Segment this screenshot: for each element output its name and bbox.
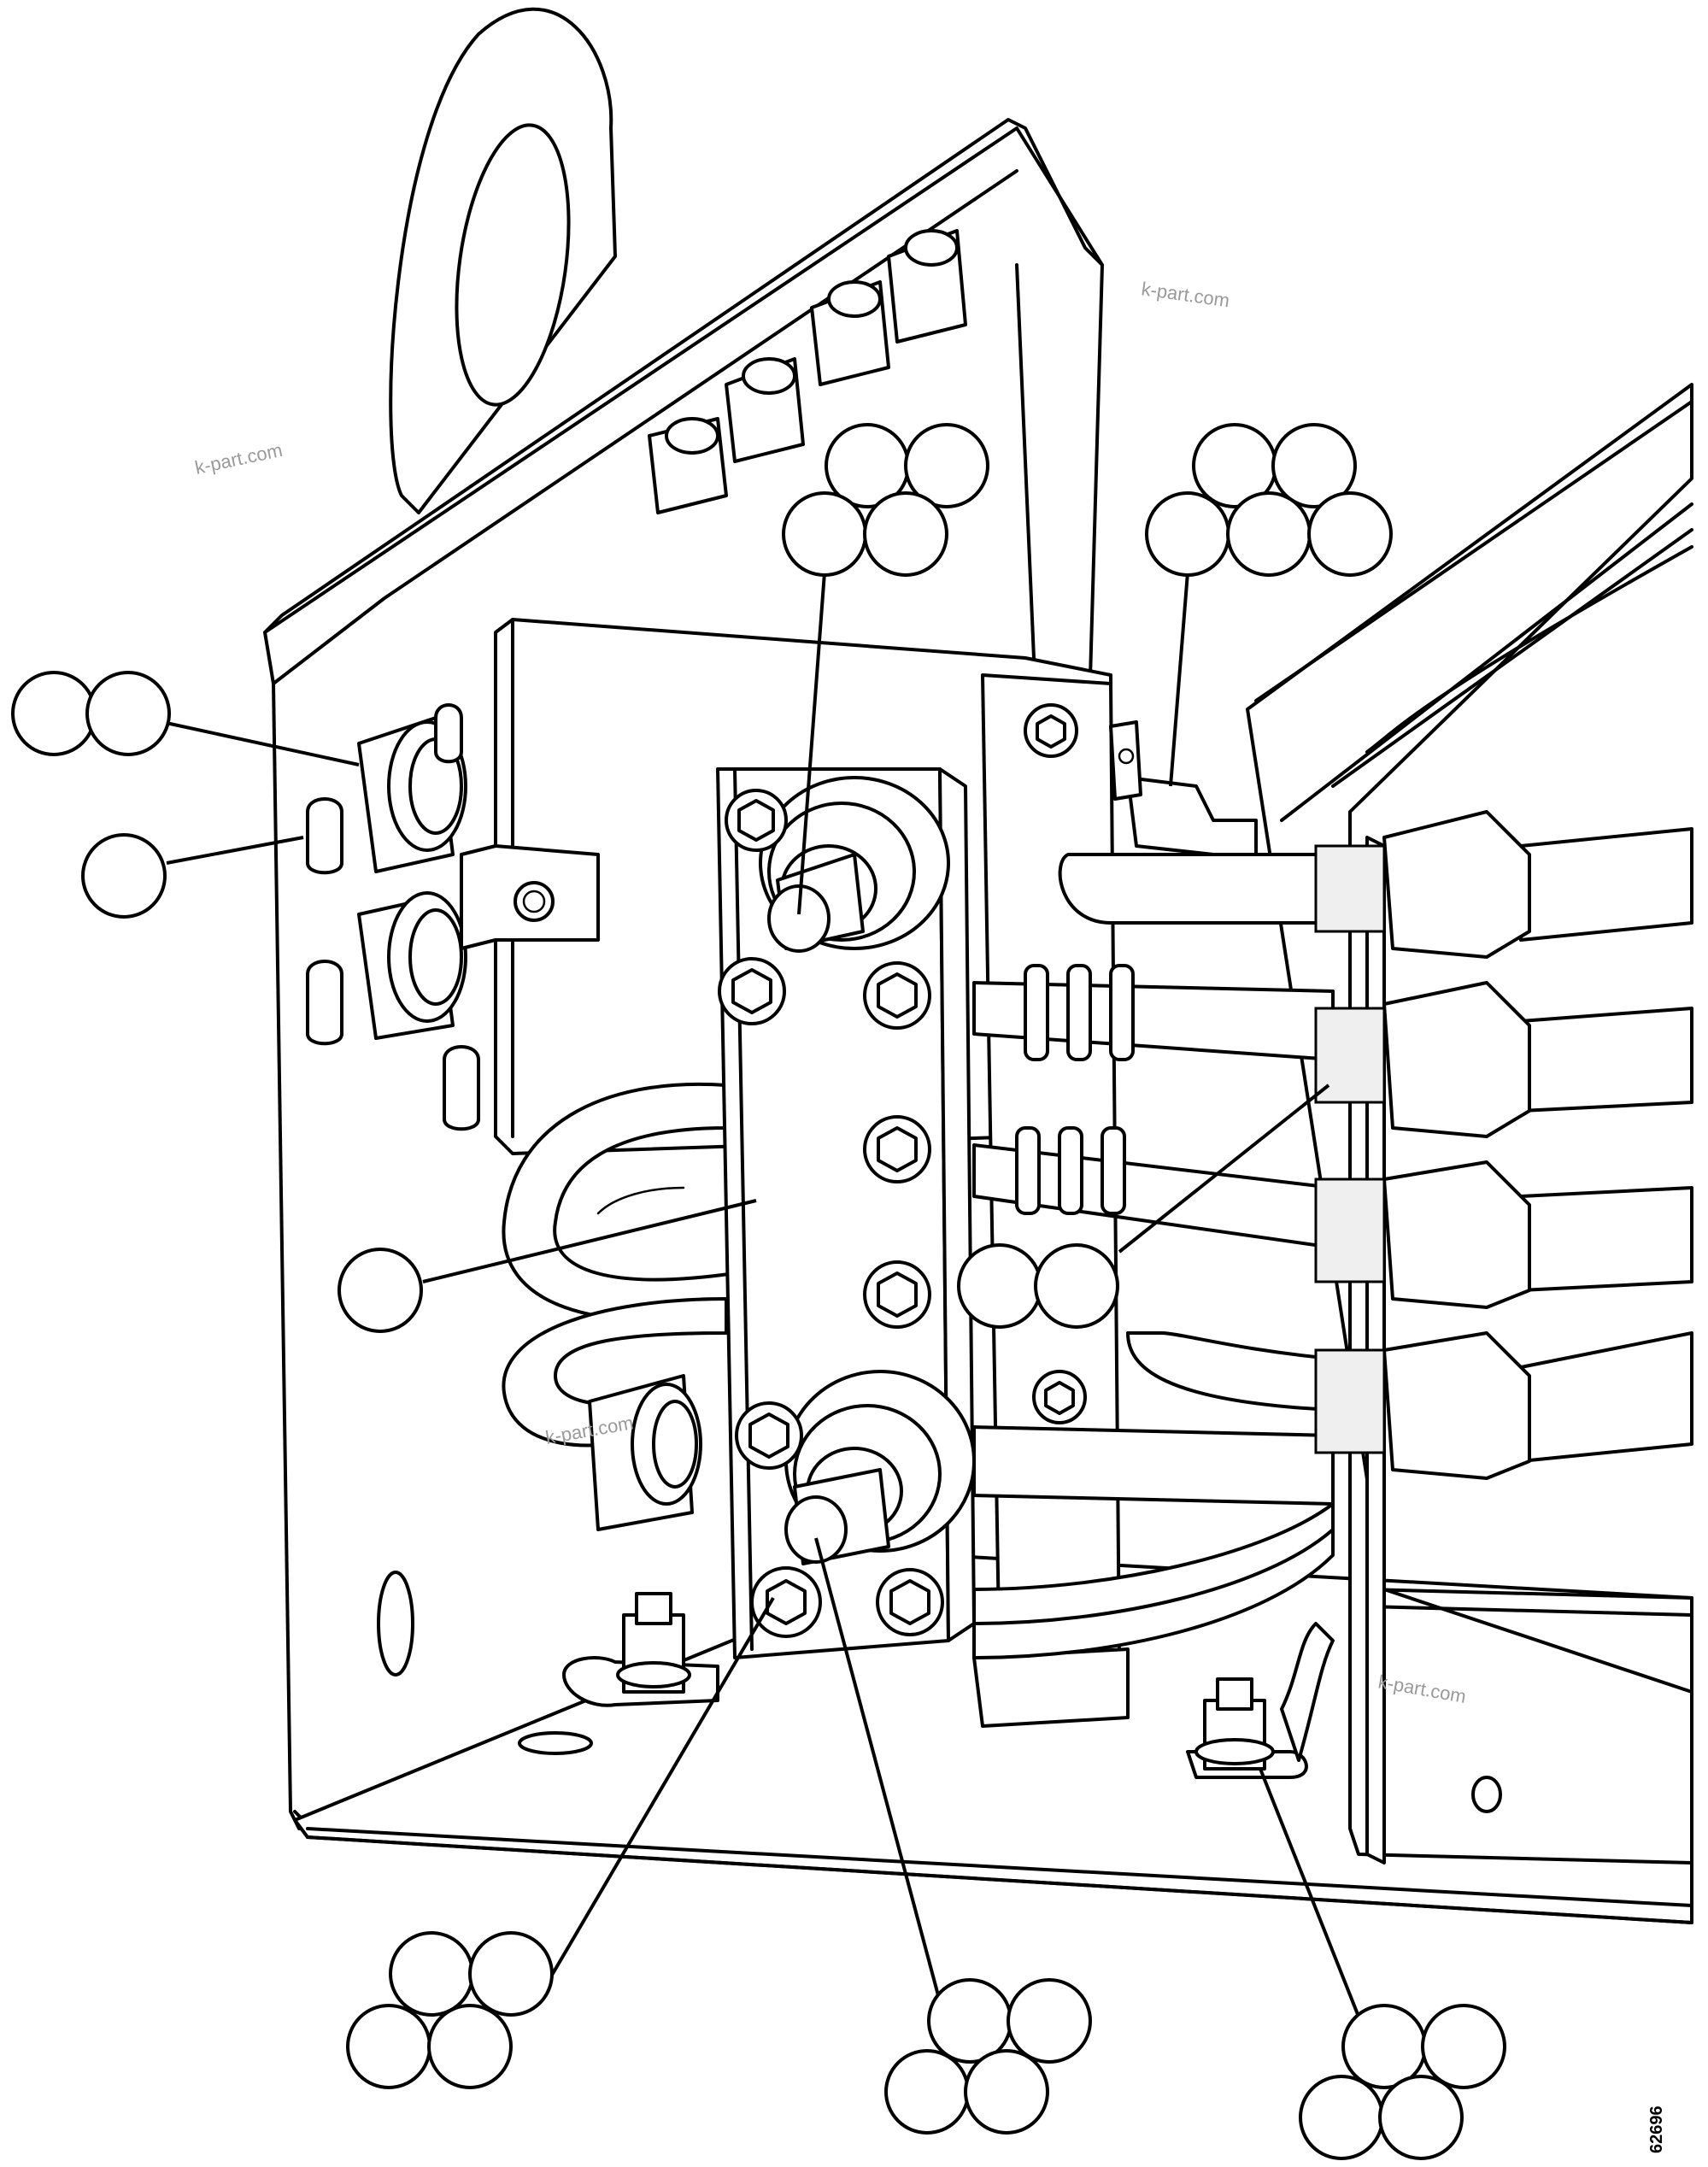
top-stud — [759, 776, 950, 953]
lifting-eye — [389, 7, 617, 514]
callout-plug — [81, 833, 167, 919]
callout-fitting-pair — [957, 1243, 1119, 1329]
watermark: k-part.com — [1140, 278, 1230, 311]
block-bolts — [718, 703, 1087, 1638]
fitting — [1314, 810, 1531, 959]
bolt — [1032, 1370, 1087, 1424]
stud — [562, 1592, 719, 1707]
hose-outer-runs — [1519, 827, 1693, 1463]
balloon — [863, 491, 948, 577]
fitting — [1314, 1331, 1531, 1480]
bolt — [876, 1568, 944, 1636]
bolt — [735, 1401, 803, 1470]
bolt — [863, 1115, 931, 1183]
balloon — [1421, 2004, 1506, 2089]
hose-collars — [1015, 964, 1135, 1215]
balloon — [1271, 423, 1357, 508]
bolt — [863, 961, 931, 1030]
callout-top-stud-group — [782, 423, 989, 577]
bolt — [718, 957, 786, 1025]
callout-terminal-block — [337, 1248, 423, 1333]
balloon — [389, 1931, 474, 2017]
bulkhead-fittings — [1314, 810, 1531, 1480]
lower-clamp — [588, 1374, 702, 1531]
balloon — [957, 1243, 1042, 1329]
callout-ground-nut-group — [1299, 2004, 1506, 2160]
balloon — [964, 2049, 1049, 2135]
balloon — [1034, 1243, 1119, 1329]
callout-bottom-left-bolt-group — [346, 1931, 554, 2089]
balloon — [1145, 491, 1230, 577]
standoffs — [648, 229, 967, 514]
stud — [1186, 1622, 1335, 1779]
balloon — [85, 671, 171, 756]
callout-hose-fitting-group — [1145, 423, 1393, 577]
bolt — [1024, 703, 1078, 758]
watermark: k-part.com — [193, 439, 285, 479]
balloon — [782, 491, 867, 577]
balloon — [468, 1931, 554, 2017]
plugs — [306, 703, 480, 1131]
balloon — [1007, 1978, 1092, 2064]
balloon — [427, 2004, 513, 2089]
callout-clamp-pair — [11, 671, 171, 756]
fitting — [1314, 1160, 1531, 1309]
balloon — [81, 833, 167, 919]
bolt — [725, 789, 788, 852]
panel-holes — [377, 1571, 1502, 1813]
balloon — [11, 671, 97, 756]
balloon — [1307, 491, 1393, 577]
mounting-tab — [460, 844, 600, 950]
balloon — [1341, 2004, 1427, 2089]
elbow-fitting — [1109, 720, 1258, 856]
balloon — [1226, 491, 1312, 577]
balloon — [927, 1978, 1012, 2064]
bolt — [750, 1566, 822, 1638]
callout-bottom-stud-group — [884, 1978, 1092, 2135]
balloon — [1299, 2075, 1384, 2160]
bolt — [863, 1260, 931, 1329]
balloon — [884, 2049, 970, 2135]
balloon — [337, 1248, 423, 1333]
leader-lines — [161, 572, 1369, 2039]
hoses — [972, 827, 1693, 1659]
balloon — [346, 2004, 431, 2089]
ground-studs — [562, 1592, 1335, 1779]
fitting — [1314, 981, 1531, 1138]
balloon — [1378, 2075, 1464, 2160]
balloon — [904, 423, 989, 508]
figure-number: 62696 — [1647, 2105, 1666, 2153]
